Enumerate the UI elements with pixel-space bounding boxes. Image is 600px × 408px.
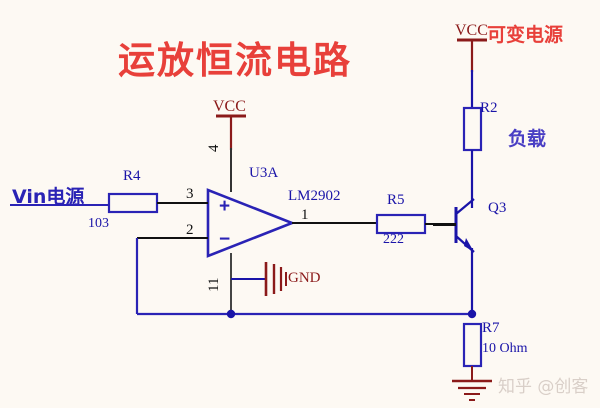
resistor-r4-value: 103	[88, 216, 109, 231]
opamp-pin-1-label: 1	[301, 207, 309, 223]
vcc-opamp-symbol	[216, 114, 246, 150]
vcc-top-note-label: 可变电源	[487, 24, 564, 46]
vcc-opamp-label: VCC	[213, 98, 246, 115]
watermark: 知乎 @创客	[498, 377, 589, 397]
junction-dot-gnd-node	[226, 309, 236, 319]
opamp-pin-2-label: 2	[186, 222, 194, 238]
vin-label: Vin电源	[12, 186, 85, 208]
diagram-title: 运放恒流电路	[118, 39, 352, 82]
transistor-q3-symbol	[433, 198, 475, 253]
gnd-label: GND	[288, 270, 321, 286]
resistor-r5-ref: R5	[387, 192, 405, 208]
opamp-designator: U3A	[249, 165, 279, 181]
resistor-r7-ref: R7	[482, 320, 500, 336]
resistor-r4-body	[107, 192, 159, 214]
ground-symbol-bottom	[452, 379, 492, 401]
junction-dot-sense-node	[467, 309, 477, 319]
vcc-top-label: VCC	[455, 22, 488, 39]
transistor-q3-ref: Q3	[488, 200, 507, 216]
load-label: 负载	[508, 128, 547, 150]
opamp-minus-symbol: −	[219, 229, 230, 250]
resistor-r2-ref: R2	[480, 100, 498, 116]
opamp-pin-4-label: 4	[206, 144, 222, 153]
opamp-triangle	[206, 188, 296, 258]
vcc-top-symbol	[457, 38, 487, 72]
resistor-r4-ref: R4	[123, 168, 141, 184]
opamp-pin-11-label: 11	[206, 277, 222, 292]
resistor-r7-body	[462, 322, 483, 368]
resistor-r5-body	[375, 213, 427, 235]
opamp-pin-3-label: 3	[186, 186, 194, 202]
resistor-r2-body	[462, 106, 483, 152]
gnd-symbol-opamp	[231, 262, 287, 296]
resistor-r5-value: 222	[383, 232, 404, 247]
resistor-r7-value: 10 Ohm	[482, 341, 528, 356]
opamp-part-number: LM2902	[288, 188, 341, 204]
opamp-plus-symbol: +	[219, 196, 230, 217]
